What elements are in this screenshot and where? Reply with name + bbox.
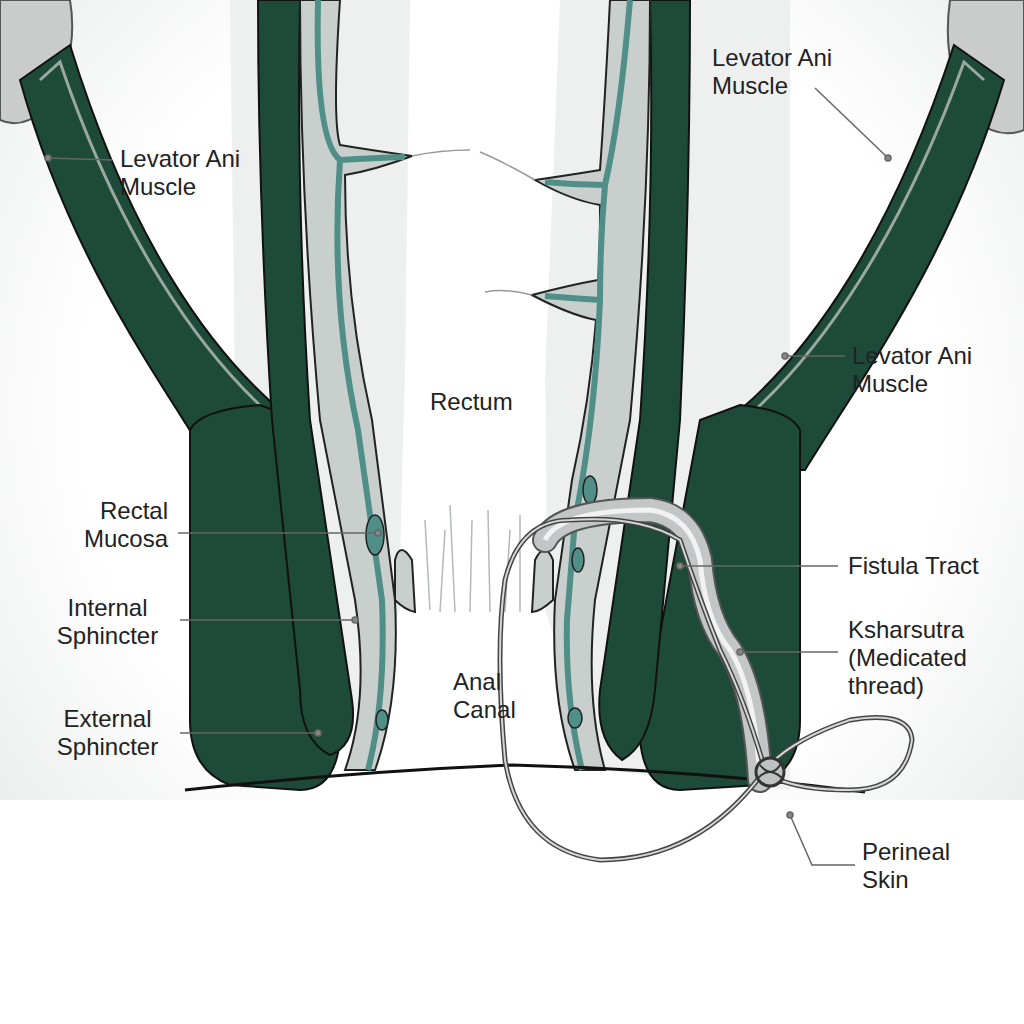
left-wall [20, 0, 470, 790]
thread-sheen [765, 718, 912, 791]
lower-background [0, 800, 1024, 1024]
part-label: Levator Ani Muscle [120, 145, 270, 201]
part-label: Fistula Tract [848, 552, 1018, 580]
leader-lines [45, 88, 891, 865]
mucosa-line [545, 0, 630, 770]
leader-dot [677, 563, 683, 569]
vessel [583, 476, 597, 504]
part-label: Rectum [430, 388, 570, 416]
leader-line [815, 88, 888, 158]
muscle-fibre [40, 62, 265, 410]
leader-line [680, 565, 838, 567]
part-label: Internal Sphincter [40, 594, 175, 650]
thread-tail [765, 718, 912, 791]
leader-line [790, 815, 855, 865]
leader-dot [782, 353, 788, 359]
thread-knot [756, 758, 784, 786]
part-label: Levator Ani Muscle [852, 342, 1002, 398]
fold-line [480, 152, 535, 295]
fold-line [412, 150, 470, 156]
thread-sheen [500, 519, 765, 860]
anal-valve [532, 550, 553, 612]
leader-line [785, 355, 845, 357]
fistula-tract [545, 510, 760, 780]
leader-line [180, 619, 355, 621]
vessel [376, 710, 388, 730]
knot-detail [758, 762, 784, 780]
thread-loop [500, 519, 765, 860]
part-label: Ksharsutra (Medicated thread) [848, 616, 998, 700]
leader-line [48, 158, 112, 160]
fistula-lumen [545, 510, 760, 780]
leader-dot [352, 617, 358, 623]
part-label: External Sphincter [40, 705, 175, 761]
anal-valve [395, 550, 415, 612]
part-label: Anal Canal [453, 668, 528, 724]
levator-ani [735, 45, 1004, 470]
mucosa-line [318, 0, 405, 770]
vessel [568, 708, 582, 728]
leader-dot [787, 812, 793, 818]
leader-dot [315, 730, 321, 736]
leader-line [178, 532, 378, 534]
vessel [366, 515, 384, 555]
part-label: Rectal Mucosa [58, 497, 168, 553]
vessel [572, 548, 584, 572]
submucosa [300, 0, 412, 770]
submucosa [532, 0, 650, 770]
part-label: Perineal Skin [862, 838, 992, 894]
leader-dot [737, 649, 743, 655]
fistula-tract-outline [545, 510, 760, 780]
right-wall [480, 0, 1004, 790]
leader-dot [375, 530, 381, 536]
anal-papillae [425, 505, 520, 612]
leader-line [740, 651, 838, 653]
leader-dot [45, 155, 51, 161]
leader-dot [885, 155, 891, 161]
leader-line [180, 732, 318, 734]
part-label: Levator Ani Muscle [712, 44, 862, 100]
